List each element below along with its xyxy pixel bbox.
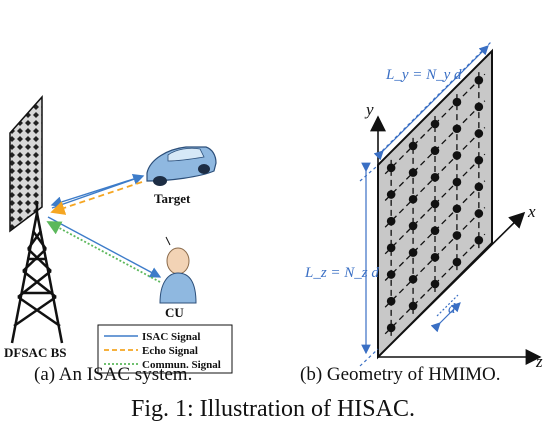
antenna-element [386,270,396,279]
echo-signal-arrow [50,181,143,215]
antenna-element [452,151,462,160]
d-label: d [448,301,456,317]
bs-label: DFSAC BS [4,345,67,360]
antenna-element [474,235,484,245]
caption-b: (b) Geometry of HMIMO. [300,364,501,385]
antenna-element [452,204,462,214]
caption-a: (a) An ISAC system. [34,364,193,385]
antenna-element [408,274,418,284]
antenna-element [474,209,484,218]
ly-label: L_y = N_y d [385,67,462,83]
antenna-element [386,216,396,226]
antenna-element [408,301,418,311]
commun-signal-arrow [46,221,161,283]
antenna-element [430,279,440,289]
legend-commun: Commun. Signal [142,359,221,371]
antenna-element [408,248,418,257]
antenna-element [386,163,396,173]
panel-a: DFSAC BS Target CU [4,95,233,374]
user-icon [159,236,197,304]
panel-b: y x z L_y = N_y d L_z = N_z d d [304,40,543,371]
antenna-element [430,173,440,182]
antenna-element [474,102,484,112]
antenna-element [430,199,440,209]
antenna-element [452,124,462,134]
antenna-element [430,226,440,235]
antenna-element [452,97,462,107]
antenna-element [474,155,484,165]
antenna-element [408,168,418,177]
axis-y-label: y [364,100,374,119]
antenna-element [474,129,484,138]
antenna-element [430,119,440,129]
antenna-element [408,194,418,204]
antenna-element [408,221,418,231]
surface-panel-icon [9,95,43,233]
axis-z-label: z [535,352,543,371]
axis-x-label: x [527,202,536,221]
lz-label: L_z = N_z d [304,265,379,281]
target-label: Target [154,191,191,206]
antenna-element [386,243,396,253]
antenna-element [474,182,484,192]
antenna-element [386,296,396,306]
antenna-element [430,253,440,262]
car-icon [146,146,217,186]
legend-echo: Echo Signal [142,345,198,357]
antenna-element [430,146,440,155]
antenna-element [452,257,462,267]
antenna-element [452,177,462,187]
figure-caption: Fig. 1: Illustration of HISAC. [130,396,415,422]
legend: ISAC Signal Echo Signal Commun. Signal [97,324,233,374]
antenna-element [386,190,396,199]
dimension-annotations [359,40,493,367]
antenna-element [474,75,484,85]
isac-signal-arrows [47,173,162,278]
antenna-element [386,323,396,333]
antenna-element [408,141,418,151]
antenna-element [452,231,462,240]
user-label: CU [165,305,184,320]
tower-icon [10,201,64,344]
legend-isac: ISAC Signal [142,331,200,343]
